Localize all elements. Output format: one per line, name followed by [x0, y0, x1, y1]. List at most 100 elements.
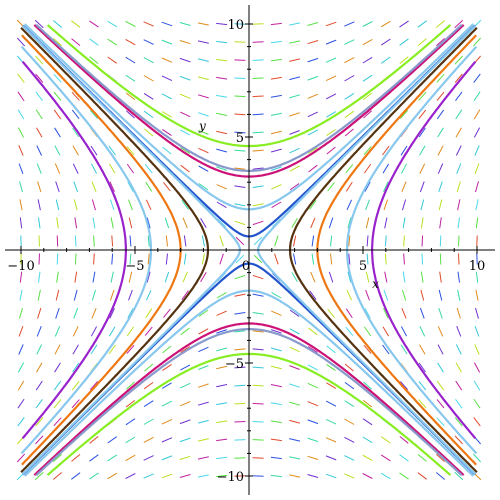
field-segment: [36, 127, 43, 138]
field-segment: [162, 146, 172, 155]
field-segment: [109, 199, 115, 211]
field-segment: [54, 362, 61, 373]
field-segment: [455, 109, 463, 120]
field-segment: [475, 217, 479, 229]
field-segment: [458, 235, 460, 247]
field-segment: [38, 253, 40, 265]
field-segment: [200, 217, 207, 228]
field-segment: [145, 181, 153, 192]
field-segment: [403, 253, 405, 265]
field-segment: [110, 217, 114, 229]
field-segment: [143, 39, 154, 45]
field-segment: [346, 199, 353, 211]
field-segment: [472, 37, 482, 47]
field-segment: [161, 418, 173, 425]
field-segment: [107, 472, 118, 480]
field-segment: [473, 380, 481, 391]
field-segment: [19, 181, 23, 193]
field-segment: [216, 40, 228, 44]
field-segment: [289, 94, 301, 99]
field-segment: [234, 149, 246, 152]
field-segment: [180, 327, 190, 336]
field-segment: [252, 167, 264, 170]
field-segment: [400, 163, 408, 174]
field-segment: [439, 235, 442, 247]
field-segment: [234, 366, 246, 369]
field-segment: [198, 112, 209, 117]
field-segment: [161, 437, 173, 443]
field-segment: [362, 38, 373, 46]
field-segment: [35, 55, 44, 65]
field-segment: [363, 163, 372, 174]
field-segment: [234, 220, 246, 226]
field-segment: [18, 163, 24, 174]
field-segment: [161, 21, 173, 27]
field-segment: [473, 73, 481, 83]
field-segment: [437, 344, 444, 355]
field-segment: [252, 421, 264, 423]
field-segment: [179, 401, 191, 407]
field-segment: [289, 474, 301, 478]
field-segment: [235, 254, 245, 264]
field-segment: [107, 20, 118, 28]
field-segment: [35, 435, 44, 445]
field-segment: [252, 113, 264, 116]
field-segment: [455, 399, 463, 409]
field-segment: [126, 326, 135, 337]
field-segment: [253, 254, 263, 264]
field-segment: [380, 38, 391, 46]
field-segment: [270, 166, 282, 171]
field-segment: [161, 75, 173, 82]
field-segment: [438, 289, 443, 301]
field-segment: [180, 364, 191, 371]
field-segment: [164, 217, 170, 229]
field-segment: [54, 163, 61, 174]
field-segment: [252, 220, 264, 226]
field-segment: [362, 418, 373, 426]
field-segment: [270, 456, 282, 460]
field-segment: [252, 274, 264, 280]
field-segment: [380, 20, 391, 28]
y-tick-label: 5: [236, 131, 244, 146]
field-segment: [307, 111, 319, 118]
field-segment: [289, 328, 300, 335]
field-segment: [252, 348, 264, 351]
field-segment: [234, 293, 246, 297]
field-segment: [234, 312, 246, 315]
field-segment: [219, 235, 224, 247]
field-segment: [165, 235, 168, 247]
field-segment: [19, 199, 23, 211]
field-segment: [125, 21, 136, 27]
field-segment: [89, 472, 99, 480]
field-segment: [197, 474, 209, 478]
field-segment: [289, 130, 300, 135]
field-segment: [143, 436, 154, 443]
field-segment: [344, 92, 355, 100]
field-segment: [19, 217, 23, 229]
field-segment: [216, 94, 228, 98]
field-segment: [108, 344, 116, 355]
field-segment: [401, 308, 407, 319]
field-segment: [90, 344, 98, 355]
field-segment: [418, 109, 427, 120]
field-segment: [179, 75, 191, 81]
field-segment: [36, 362, 43, 373]
field-segment: [454, 471, 464, 481]
field-segment: [90, 326, 98, 337]
field-segment: [145, 199, 152, 211]
field-segment: [161, 111, 172, 118]
field-segment: [197, 22, 209, 26]
field-segment: [252, 366, 264, 369]
field-segment: [436, 91, 445, 101]
field-segment: [402, 271, 406, 283]
field-segment: [111, 253, 114, 265]
field-segment: [344, 57, 355, 64]
field-segment: [197, 40, 209, 44]
field-segment: [291, 272, 298, 283]
field-segment: [36, 163, 42, 174]
field-segment: [53, 453, 62, 462]
field-segment: [383, 181, 389, 192]
field-segment: [109, 308, 115, 319]
field-segment: [270, 40, 282, 44]
field-segment: [147, 253, 150, 265]
